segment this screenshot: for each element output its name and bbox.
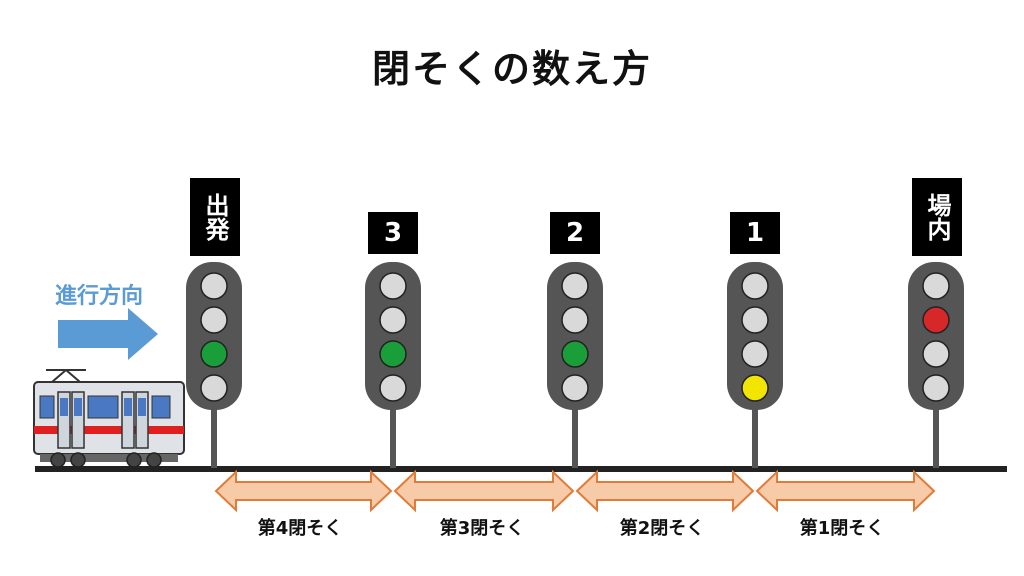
signal-label-3: 3 (368, 212, 418, 254)
signal-pole (211, 405, 217, 468)
lamp-off (379, 374, 407, 402)
signal-pole (933, 405, 939, 468)
signal-housing (547, 262, 603, 410)
block-arrow-icon (575, 469, 755, 513)
lamp-red (922, 306, 950, 334)
lamp-off (379, 272, 407, 300)
train-icon (33, 369, 185, 468)
lamp-off (200, 272, 228, 300)
lamp-off (922, 340, 950, 368)
signal-housing (727, 262, 783, 410)
signal-pole (390, 405, 396, 468)
lamp-green (561, 340, 589, 368)
block-label-4: 第4閉そく (257, 518, 343, 539)
signal-label-1: 1 (730, 212, 780, 254)
lamp-off (200, 306, 228, 334)
signal-4 (727, 262, 783, 468)
signal-label-home: 場内 (912, 178, 962, 256)
signal-3 (547, 262, 603, 468)
signal-2 (365, 262, 421, 468)
block-label-2: 第2閉そく (619, 518, 705, 539)
lamp-off (561, 306, 589, 334)
lamp-off (200, 374, 228, 402)
signal-5 (908, 262, 964, 468)
lamp-off (922, 272, 950, 300)
block-arrow-icon (214, 469, 393, 513)
block-arrow-icon (755, 469, 936, 513)
lamp-off (922, 374, 950, 402)
lamp-green (379, 340, 407, 368)
signal-label-departure: 出発 (190, 178, 240, 256)
signal-pole (752, 405, 758, 468)
block-label-3: 第3閉そく (439, 518, 525, 539)
lamp-off (379, 306, 407, 334)
direction-label: 進行方向 (55, 284, 144, 309)
lamp-off (561, 272, 589, 300)
lamp-off (741, 340, 769, 368)
signal-1 (186, 262, 242, 468)
lamp-green (200, 340, 228, 368)
signal-housing (908, 262, 964, 410)
lamp-off (741, 306, 769, 334)
signal-pole (572, 405, 578, 468)
block-arrow-icon (393, 469, 575, 513)
block-label-1: 第1閉そく (799, 518, 885, 539)
rail-line (35, 466, 1007, 472)
lamp-yellow (741, 374, 769, 402)
lamp-off (561, 374, 589, 402)
direction-arrow-icon (58, 308, 158, 360)
signal-housing (365, 262, 421, 410)
page-title: 閉そくの数え方 (371, 47, 652, 91)
signal-housing (186, 262, 242, 410)
signal-label-2: 2 (550, 212, 600, 254)
lamp-off (741, 272, 769, 300)
